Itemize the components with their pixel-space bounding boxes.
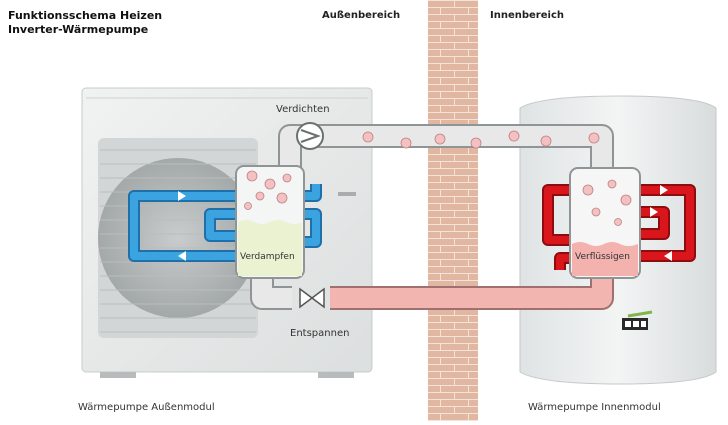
caption-indoor-unit: Wärmepumpe Innenmodul bbox=[528, 402, 661, 413]
label-compressor: Verdichten bbox=[276, 104, 330, 115]
diagram-title: Funktionsschema Heizen Inverter-Wärmepum… bbox=[8, 9, 162, 37]
title-line-1: Funktionsschema Heizen bbox=[8, 9, 163, 22]
refrigerant-bubbles bbox=[362, 130, 600, 149]
hot-loop bbox=[542, 184, 696, 270]
expansion-valve-icon bbox=[299, 287, 325, 309]
compressor-icon bbox=[296, 122, 324, 150]
label-evaporator: Verdampfen bbox=[240, 252, 295, 262]
zone-label-inside: Innenbereich bbox=[490, 10, 564, 21]
evaporator-vessel bbox=[235, 165, 305, 279]
liquid-pipe bbox=[250, 270, 614, 310]
condenser-vessel bbox=[569, 167, 641, 279]
house-wall bbox=[428, 0, 478, 421]
zone-label-outside: Außenbereich bbox=[322, 10, 401, 21]
title-line-2: Inverter-Wärmepumpe bbox=[8, 23, 149, 36]
label-expansion: Entspannen bbox=[290, 328, 350, 339]
label-condenser: Verflüssigen bbox=[575, 252, 630, 262]
caption-outdoor-unit: Wärmepumpe Außenmodul bbox=[78, 402, 215, 413]
indoor-unit-logo-icon bbox=[622, 310, 653, 330]
